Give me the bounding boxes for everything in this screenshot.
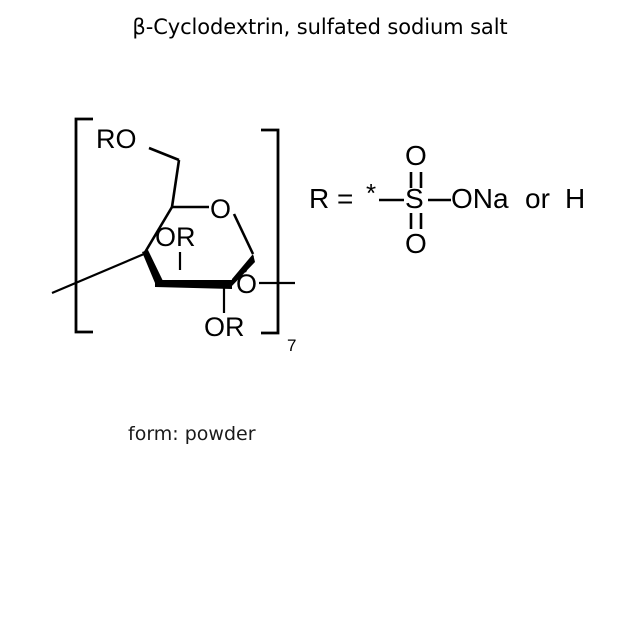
wedge-bond-c3-c2 [155, 280, 232, 289]
label-r-group: R [309, 183, 330, 214]
label-c3-substituent: OR [155, 222, 196, 252]
label-attachment-star: * [366, 178, 377, 208]
form-caption: form: powder [128, 423, 256, 445]
label-sulfur: S [405, 183, 424, 214]
label-alternative-hydrogen: H [565, 183, 586, 214]
label-sulfate-oxygen-top: O [405, 140, 427, 171]
label-repeat-subscript: 7 [287, 336, 297, 355]
label-c2-substituent: OR [204, 312, 245, 342]
left-bracket [74, 117, 93, 334]
bond-c5-to-c4 [142, 206, 174, 255]
label-equals-sign: = [337, 183, 354, 214]
label-c6-substituent: RO [96, 124, 137, 154]
label-sulfate-oxygen-bottom: O [405, 228, 427, 259]
bond-ch2-to-c5 [170, 159, 181, 208]
label-alternative-conjunction: or [525, 183, 550, 214]
wedge-bond-c4-c3 [142, 250, 163, 283]
bond-c4-open-glycosidic [51, 252, 145, 295]
bond-ro-to-ch2 [148, 146, 180, 162]
right-bracket [261, 128, 280, 335]
bond-c1-to-glycosidic-oxygen [244, 255, 254, 273]
label-glycosidic-oxygen: O [236, 269, 258, 299]
page-title: β-Cyclodextrin, sulfated sodium salt [132, 15, 508, 39]
bond-ring-oxygen-to-c1 [232, 213, 255, 255]
label-sodium-oxide: ONa [451, 183, 509, 214]
label-ring-oxygen: O [210, 194, 232, 224]
